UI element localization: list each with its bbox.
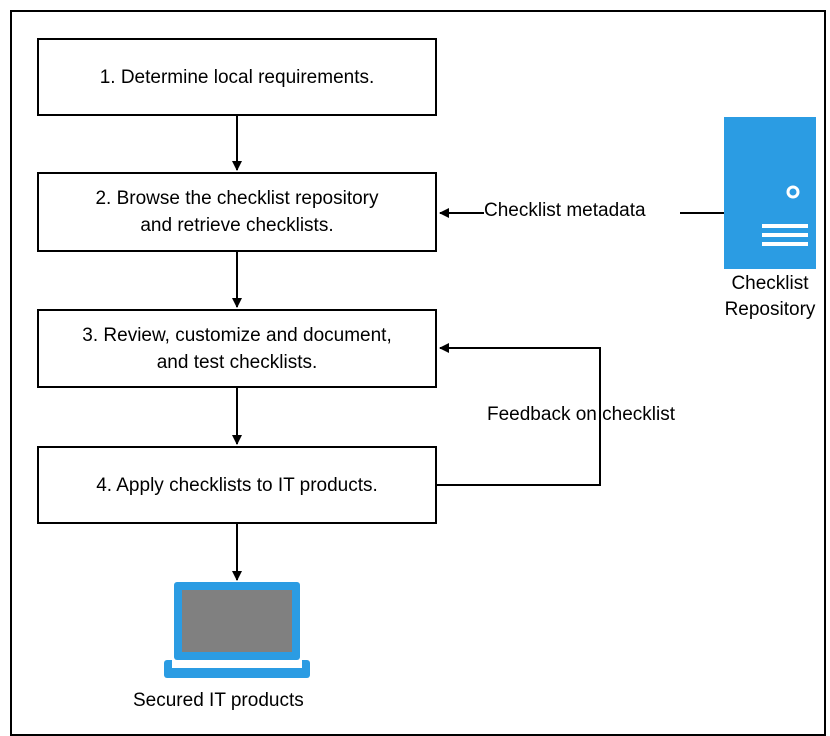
- step-4-label: 4. Apply checklists to IT products.: [96, 474, 378, 496]
- server-icon: [724, 117, 816, 269]
- step-1-box: 1. Determine local requirements.: [37, 38, 437, 116]
- step-4-box: 4. Apply checklists to IT products.: [37, 446, 437, 524]
- repository-label: Checklist Repository: [724, 273, 816, 320]
- arrow-feedback-step4-to-step3: [437, 343, 601, 486]
- laptop-icon: [164, 582, 310, 678]
- step-2-label: 2. Browse the checklist repository and r…: [95, 188, 379, 236]
- step-3-label: 3. Review, customize and document, and t…: [82, 324, 392, 373]
- metadata-edge-label: Checklist metadata: [484, 200, 646, 221]
- feedback-edge-label: Feedback on checklist: [487, 404, 675, 425]
- step-2-box: 2. Browse the checklist repository and r…: [37, 172, 437, 252]
- step-3-box: 3. Review, customize and document, and t…: [37, 309, 437, 388]
- step-1-label: 1. Determine local requirements.: [99, 66, 375, 88]
- output-label: Secured IT products: [133, 690, 304, 711]
